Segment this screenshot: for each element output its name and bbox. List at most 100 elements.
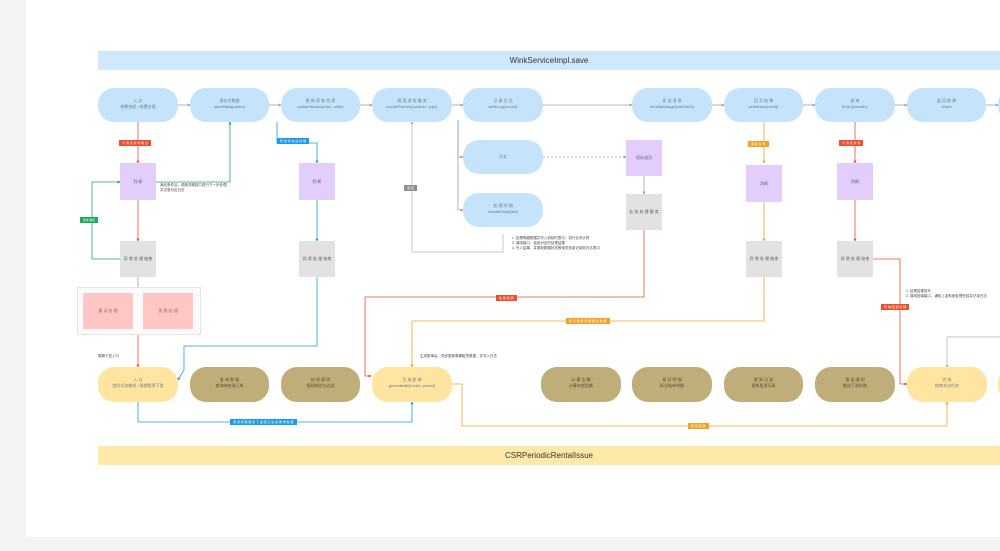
node-subtitle: 规则校验与过滤 bbox=[306, 383, 335, 388]
flow-node-branch[interactable]: 分支 bbox=[463, 140, 543, 174]
flow-node-bottom[interactable]: 入 口定时任务触发 / 周期租赁下发 bbox=[98, 367, 178, 402]
node-title: 分支 bbox=[499, 154, 507, 159]
note-line: 1. 处理明细数据并写入到临时表中，执行业务计算 bbox=[512, 236, 590, 240]
process-box[interactable]: 业 务 处 理 服 务 bbox=[626, 194, 662, 230]
node-subtitle: 推送下游系统 bbox=[843, 383, 867, 388]
top-row-connectors bbox=[136, 103, 999, 293]
flow-node-bottom[interactable]: 完 成结束本次任务 bbox=[907, 367, 987, 402]
decision-box[interactable]: 判断 bbox=[837, 163, 873, 200]
condition-tag: 返 回 bbox=[404, 185, 417, 191]
node-subtitle: writeBack(result) bbox=[748, 104, 779, 109]
node-title: 拆 分 明 细 bbox=[662, 377, 682, 382]
annotation-note: 满足条件后，调用流程接口进行下一步处理，并记录对应日志 bbox=[160, 183, 230, 193]
box-label: 保存成功 bbox=[636, 155, 652, 160]
process-box[interactable]: 异 常 处 理 结束 bbox=[299, 241, 335, 277]
note-line: 满足条件后，调用流程接口进行下一步处理， bbox=[160, 183, 230, 187]
node-title: 处 理 明 细 bbox=[493, 203, 513, 208]
flow-node-bottom[interactable]: 校 验 规 则规则校验与过滤 bbox=[281, 367, 360, 402]
node-subtitle: 计算本期金额 bbox=[569, 383, 593, 388]
node-subtitle: invokeProcess(orderId, type) bbox=[386, 104, 438, 109]
condition-tag: 修 改 状 态 后 处 理 bbox=[277, 138, 310, 144]
node-title: 调 用 流 程 服 务 bbox=[397, 98, 427, 103]
flow-node-top-cutoff[interactable] bbox=[998, 88, 1000, 122]
condition-tag: 不 满 足 条 件 跳 过 bbox=[119, 140, 152, 146]
box-label: 异 常 处 理 结束 bbox=[302, 256, 332, 261]
node-subtitle: finish(handler) bbox=[842, 104, 868, 109]
flow-node-top[interactable]: 入 口参数校验 / 前置处理 bbox=[98, 88, 178, 122]
decision-box[interactable]: 判断 bbox=[746, 165, 782, 202]
failure-box[interactable]: 失 败 处 理 bbox=[143, 293, 193, 329]
process-box[interactable]: 异 常 处 理 结束 bbox=[837, 241, 873, 277]
node-title: 查 询 数 据 bbox=[219, 377, 240, 382]
box-label: 判断 bbox=[851, 178, 859, 184]
flow-node-bottom[interactable]: 计 算 金 额计算本期金额 bbox=[541, 367, 621, 402]
annotation-note: 周期下发入口 bbox=[98, 354, 119, 358]
node-subtitle: 更新租赁记录 bbox=[751, 383, 776, 388]
box-label: 异 常 处 理 结束 bbox=[749, 256, 779, 261]
box-label: 判 断 bbox=[312, 178, 322, 184]
node-title: 结 束 bbox=[850, 98, 860, 103]
condition-tag: 调 用 周 期 租 赁 下 发 接 口 生 成 账 单 数 据 bbox=[230, 419, 297, 425]
decision-box[interactable]: 保存成功 bbox=[626, 140, 662, 176]
note-line: 并记录对应日志 bbox=[160, 188, 185, 192]
flow-node-bottom[interactable]: 推 送 通 知推送下游系统 bbox=[815, 367, 895, 402]
process-box[interactable]: 异 常 处 理 结束 bbox=[120, 241, 156, 277]
flow-node-bottom-cutoff[interactable] bbox=[998, 367, 1000, 402]
node-title: 完 成 bbox=[942, 377, 952, 382]
node-subtitle: return bbox=[941, 104, 952, 109]
condition-tag: 失 败 回 调 bbox=[496, 295, 517, 301]
note-line: 3. 写入结果，并更新数据状态等相关信息记录到日志表中 bbox=[512, 246, 600, 250]
condition-tag: 满 足 条 件 bbox=[748, 141, 769, 147]
node-subtitle: saveMain(param) bbox=[213, 104, 246, 109]
flow-node-bottom[interactable]: 更 新 记 录更新租赁记录 bbox=[724, 367, 803, 402]
node-title: 更 新 记 录 bbox=[753, 377, 774, 382]
condition-tag: 条件满足 bbox=[80, 217, 99, 223]
annotation-note: 生成账单后，同步更新周期租赁数据，并写入日志 bbox=[420, 354, 497, 358]
retry-box[interactable]: 重 试 处 理 bbox=[83, 293, 133, 329]
node-subtitle: 参数校验 / 前置处理 bbox=[120, 104, 156, 109]
decision-box[interactable]: 判 断 bbox=[120, 163, 156, 200]
box-label: 业 务 处 理 服 务 bbox=[629, 209, 659, 214]
box-label: 失 败 处 理 bbox=[158, 308, 178, 313]
condition-tag: 异 常 回 滚 处 理 bbox=[881, 304, 910, 310]
flow-node-bottom[interactable]: 拆 分 明 细拆分账单明细 bbox=[632, 367, 712, 402]
node-title: 校 验 规 则 bbox=[310, 377, 331, 382]
swimlane-header-top: WinkServiceImpl.save bbox=[98, 51, 1000, 70]
node-title: 返 回 结 果 bbox=[936, 98, 957, 103]
node-title: 记 录 日 志 bbox=[493, 98, 513, 103]
flow-node-bottom[interactable]: 查 询 数 据查询待处理订单 bbox=[190, 367, 269, 402]
node-subtitle: handleDetail(list) bbox=[488, 209, 518, 214]
node-subtitle: 拆分账单明细 bbox=[660, 383, 684, 388]
decision-box[interactable]: 判 断 bbox=[299, 163, 335, 200]
box-label: 判 断 bbox=[133, 178, 143, 184]
node-title: 计 算 金 额 bbox=[571, 377, 591, 382]
box-label: 判断 bbox=[760, 180, 768, 186]
node-title: 入 口 bbox=[133, 98, 143, 103]
node-subtitle: 定时任务触发 / 周期租赁下发 bbox=[112, 383, 164, 388]
node-title: 入 口 bbox=[133, 377, 143, 382]
node-subtitle: sendMessage(batchInfo) bbox=[649, 104, 695, 109]
node-title: 保存主数据 bbox=[219, 98, 240, 103]
note-line: 2. 调用接口，返回对应的处理结果 bbox=[512, 241, 565, 245]
box-label: 重 试 处 理 bbox=[98, 308, 118, 313]
node-title: 更 新 状 态 信 息 bbox=[305, 98, 336, 103]
condition-tag: 回 写 结 果 bbox=[688, 423, 709, 429]
node-title: 推 送 通 知 bbox=[845, 377, 865, 382]
condition-tag: 同 步 更 新 周 期 租 赁 数 据 bbox=[566, 318, 610, 324]
box-label: 异 常 处 理 结束 bbox=[123, 256, 153, 261]
node-subtitle: 查询待处理订单 bbox=[215, 383, 244, 388]
box-label: 异 常 处 理 结束 bbox=[840, 256, 870, 261]
swimlane-header-bottom: CSRPeriodicRentalIssue bbox=[98, 446, 1000, 465]
process-box[interactable]: 异 常 处 理 结束 bbox=[746, 241, 782, 277]
